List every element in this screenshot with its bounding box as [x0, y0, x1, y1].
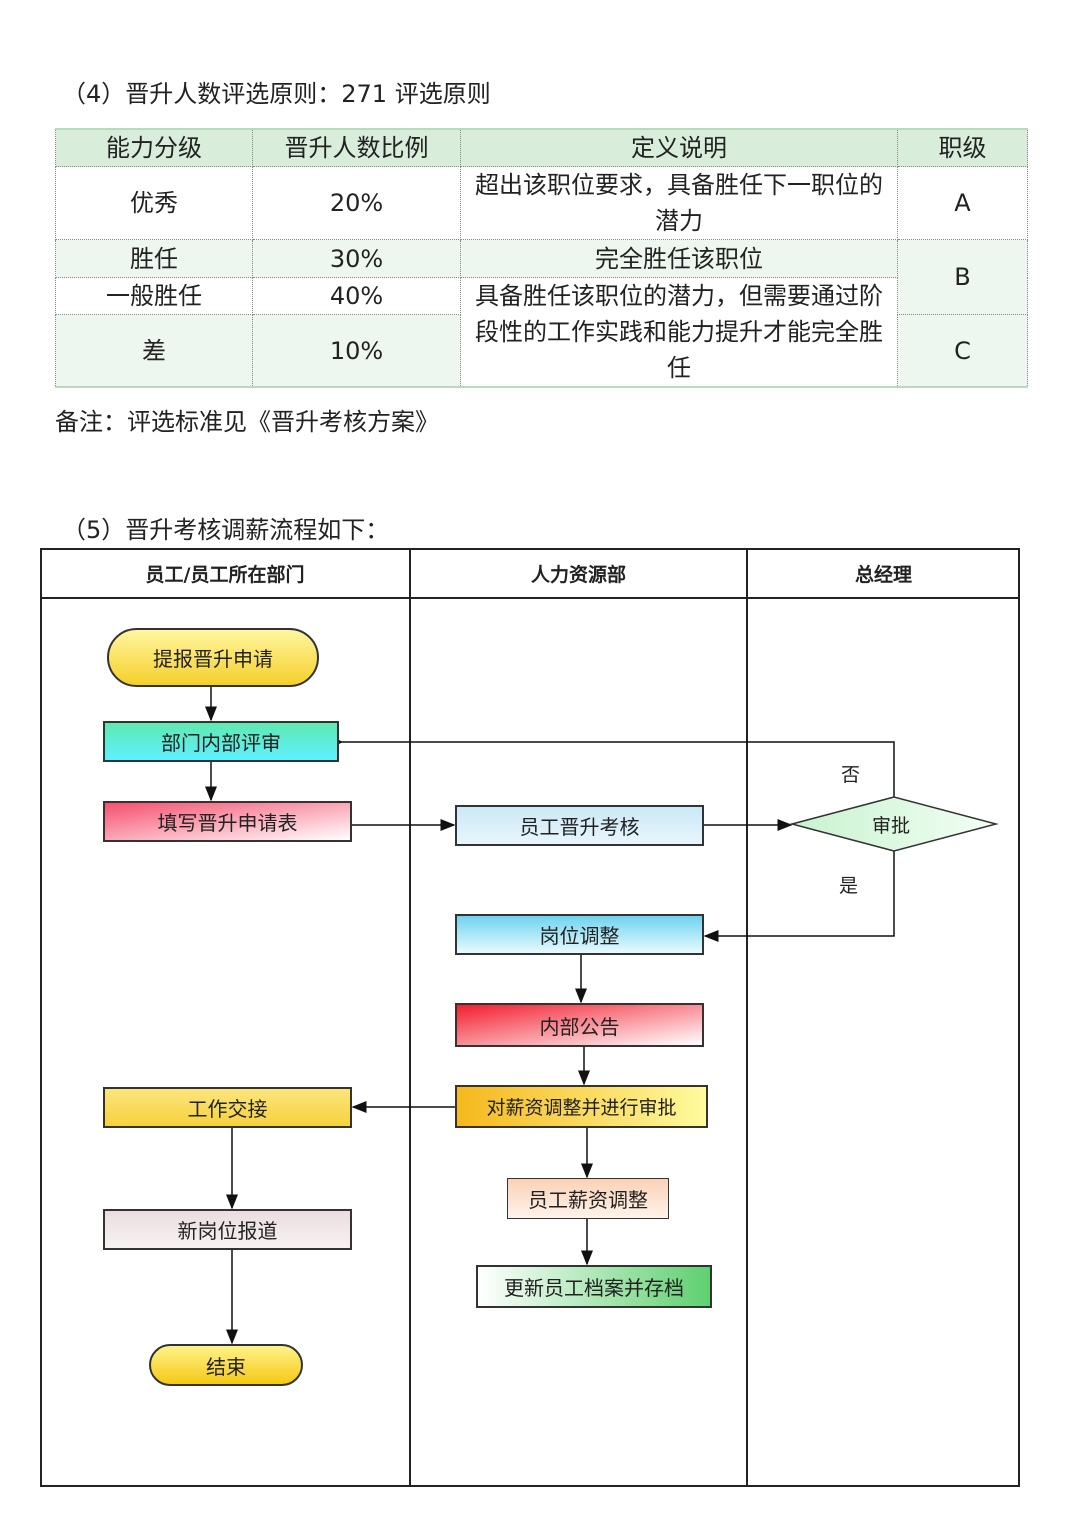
table-header-row: 能力分级 晋升人数比例 定义说明 职级 — [55, 128, 1028, 167]
node-new-post-report: 新岗位报道 — [103, 1209, 352, 1250]
node-adjust-post: 岗位调整 — [455, 914, 704, 955]
promotion-ratio-table: 能力分级 晋升人数比例 定义说明 职级 优秀 20% 超出该职位要求，具备胜任下… — [55, 128, 1028, 388]
lane-employee: 员工/员工所在部门 — [145, 563, 305, 586]
cell-definition: 超出该职位要求，具备胜任下一职位的潜力 — [460, 166, 898, 240]
table-row: 优秀 20% 超出该职位要求，具备胜任下一职位的潜力 A — [55, 166, 1028, 240]
node-archive: 更新员工档案并存档 — [476, 1265, 712, 1308]
cell-grade: C — [897, 314, 1028, 388]
arrow-yes-to-adjust-post — [703, 851, 895, 942]
cell-level: 一般胜任 — [55, 276, 253, 316]
cell-level: 差 — [55, 314, 253, 388]
lane-hr: 人力资源部 — [530, 563, 626, 586]
section-5-title: （5）晋升考核调薪流程如下： — [62, 516, 390, 544]
lane-gm: 总经理 — [854, 563, 912, 586]
arrow-no-back-to-review — [341, 742, 895, 797]
header-ratio: 晋升人数比例 — [252, 128, 461, 167]
cell-ratio: 30% — [252, 239, 461, 278]
cell-definition: 完全胜任该职位 — [460, 239, 898, 278]
header-level: 能力分级 — [55, 128, 253, 167]
lane-divider — [409, 548, 411, 1487]
cell-grade: A — [897, 166, 1028, 240]
node-announce: 内部公告 — [455, 1003, 704, 1047]
node-handover: 工作交接 — [103, 1087, 352, 1128]
node-fill-form: 填写晋升申请表 — [103, 801, 352, 842]
approve-decision: 审批 — [872, 815, 911, 837]
cell-definition: 具备胜任该职位的潜力，但需要通过阶段性的工作实践和能力提升才能完全胜任 — [460, 277, 898, 388]
node-salary-approve: 对薪资调整并进行审批 — [455, 1085, 708, 1128]
cell-grade: B — [897, 238, 1028, 316]
header-definition: 定义说明 — [460, 128, 898, 167]
label-no: 否 — [841, 764, 861, 786]
cell-ratio: 10% — [252, 314, 461, 388]
node-salary-adjust: 员工薪资调整 — [507, 1178, 669, 1219]
node-dept-review: 部门内部评审 — [103, 721, 339, 762]
lane-header-divider — [40, 597, 1020, 599]
table-note: 备注：评选标准见《晋升考核方案》 — [55, 408, 439, 436]
lane-divider — [746, 548, 748, 1487]
table-row: 一般胜任 40% 具备胜任该职位的潜力，但需要通过阶段性的工作实践和能力提升才能… — [55, 276, 1028, 388]
label-yes: 是 — [839, 875, 859, 897]
cell-ratio: 40% — [252, 276, 461, 316]
cell-ratio: 20% — [252, 166, 461, 240]
cell-level: 优秀 — [55, 166, 253, 240]
node-assessment: 员工晋升考核 — [455, 805, 704, 846]
section-4-title: （4）晋升人数评选原则：271 评选原则 — [62, 80, 491, 108]
approve-diamond — [789, 796, 999, 852]
node-start: 提报晋升申请 — [107, 628, 319, 687]
cell-level: 胜任 — [55, 239, 253, 278]
node-end: 结束 — [149, 1344, 303, 1386]
table-row: 胜任 30% 完全胜任该职位 B — [55, 238, 1028, 316]
flowchart-frame — [40, 548, 1020, 1487]
